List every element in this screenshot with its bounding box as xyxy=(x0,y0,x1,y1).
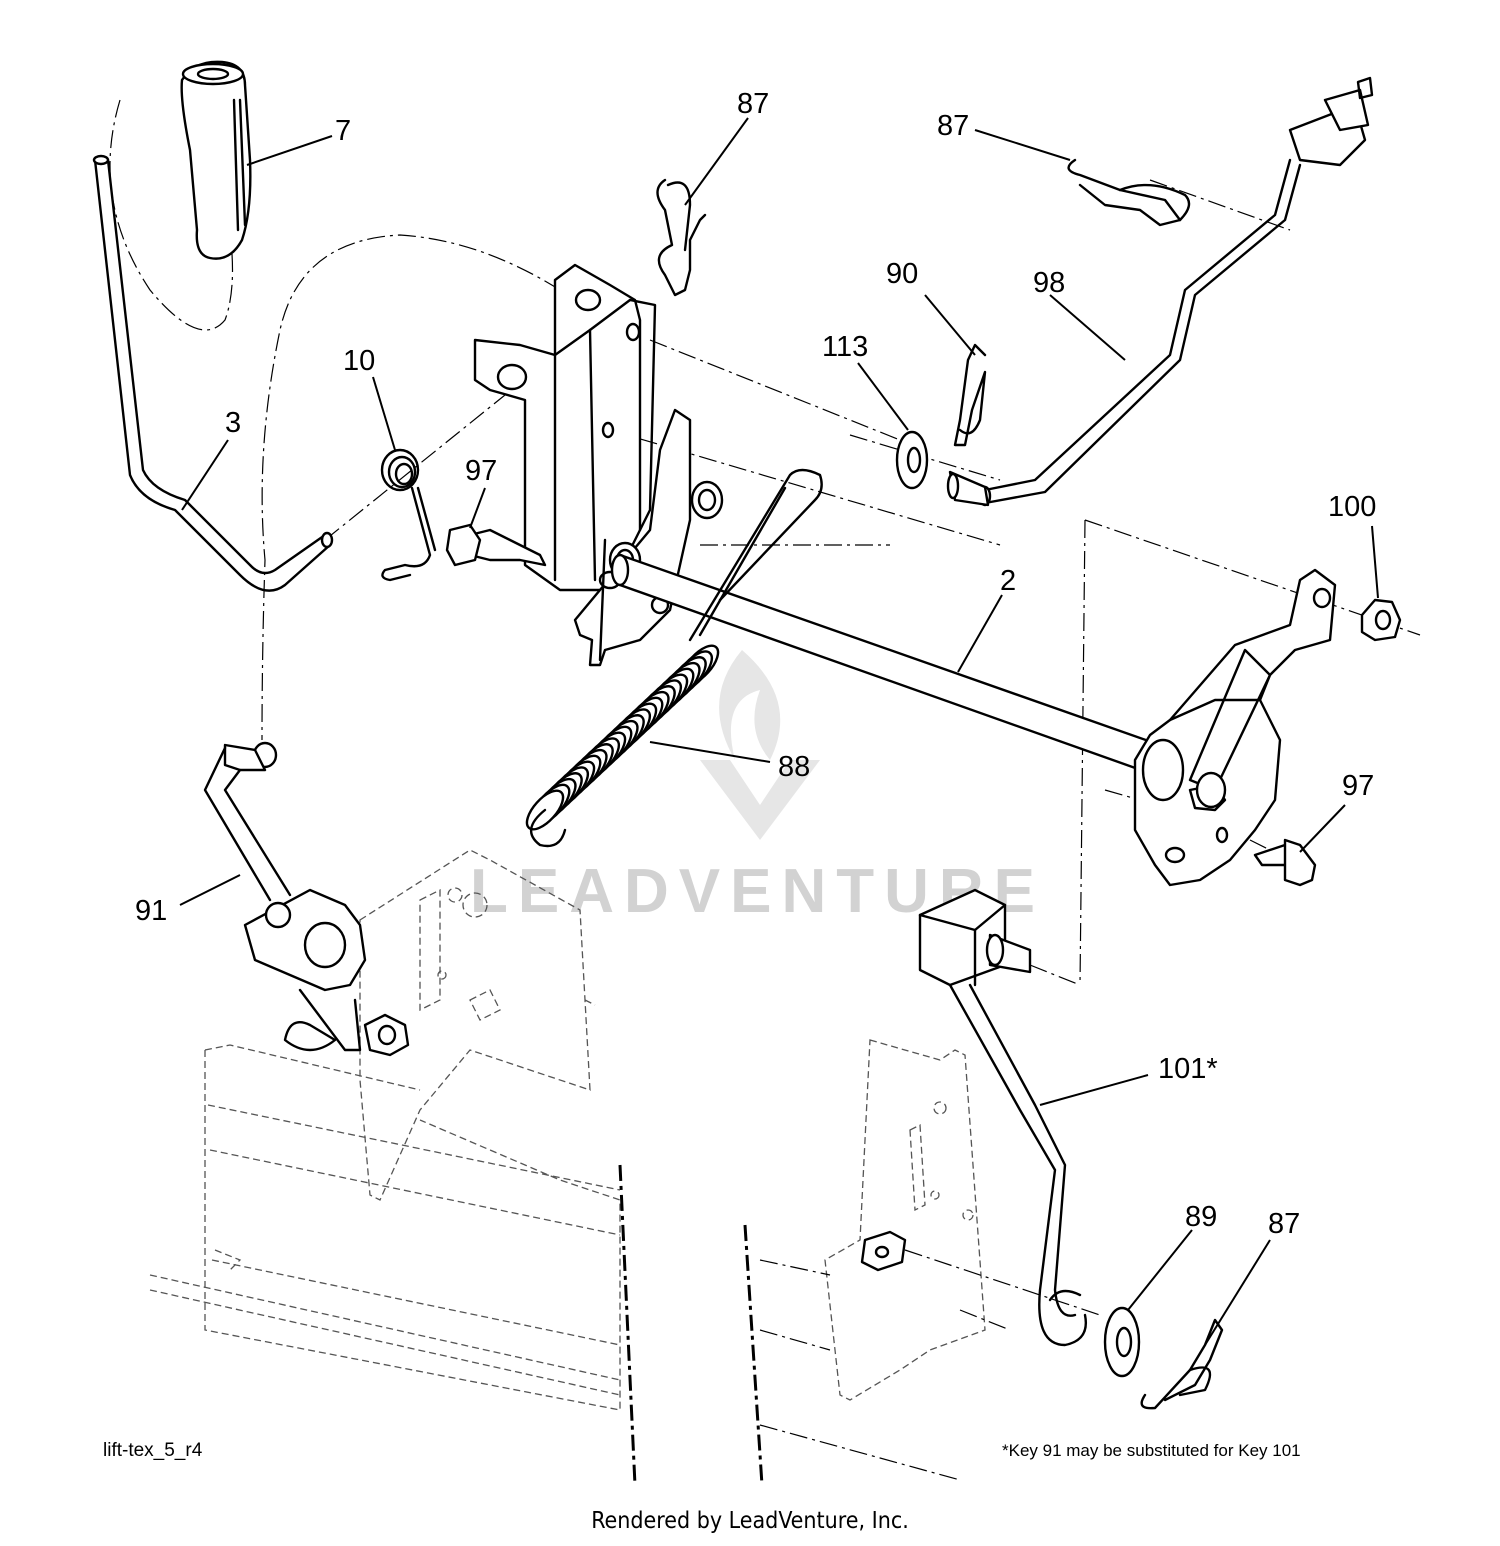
callout-113: 113 xyxy=(822,331,868,363)
deck-ghost xyxy=(149,1044,621,1411)
footnote: *Key 91 may be substituted for Key 101 xyxy=(1002,1441,1301,1460)
spring-hook-rod xyxy=(688,468,823,642)
callout-2: 2 xyxy=(1000,565,1016,597)
right-pivot-bracket xyxy=(1133,568,1337,887)
break-line-right xyxy=(743,1224,764,1486)
bolt-97-right xyxy=(1253,838,1317,887)
hairpin-clip-90 xyxy=(953,343,987,447)
figure-id: lift-tex_5_r4 xyxy=(103,1440,203,1461)
callout-91: 91 xyxy=(135,895,167,927)
callout-101: 101* xyxy=(1158,1053,1218,1085)
spring-hook xyxy=(530,808,567,848)
lift-link-98 xyxy=(946,76,1374,507)
callout-98: 98 xyxy=(1033,267,1065,299)
grip-7 xyxy=(180,60,252,260)
callout-3: 3 xyxy=(225,407,241,439)
main-bracket xyxy=(445,263,657,592)
callout-10: 10 xyxy=(343,345,375,377)
lift-lever-3 xyxy=(92,154,334,592)
left-frame-plate-ghost xyxy=(359,849,596,1201)
washer-89 xyxy=(1103,1306,1141,1378)
callout-100: 100 xyxy=(1328,491,1376,523)
nut-100 xyxy=(1360,598,1402,642)
callout-87-a: 87 xyxy=(737,88,769,120)
break-line-left xyxy=(618,1164,637,1486)
lift-arm-101 xyxy=(918,888,1087,1347)
callout-90: 90 xyxy=(886,258,918,290)
callout-97-b: 97 xyxy=(1342,770,1374,802)
callout-87-b: 87 xyxy=(937,110,969,142)
callout-7: 7 xyxy=(335,115,351,147)
washer-113 xyxy=(895,430,929,490)
callout-89: 89 xyxy=(1185,1201,1217,1233)
callout-leaders xyxy=(179,117,1379,1346)
hairpin-clip-87-top-right xyxy=(1067,158,1191,227)
callout-87-c: 87 xyxy=(1268,1208,1300,1240)
callout-88: 88 xyxy=(778,751,810,783)
hairpin-clip-87-bottom xyxy=(1140,1318,1224,1410)
hairpin-clip-87-top-left xyxy=(656,178,707,297)
right-frame-plate-ghost xyxy=(824,1039,986,1401)
lift-arm-91 xyxy=(203,741,410,1057)
callout-97-a: 97 xyxy=(465,455,497,487)
credit-footer: Rendered by LeadVenture, Inc. xyxy=(591,1508,909,1534)
torsion-spring-10 xyxy=(380,448,437,582)
extension-spring-88 xyxy=(525,644,720,848)
callout-labels: 7 87 87 90 98 113 10 3 97 100 2 88 97 91… xyxy=(135,88,1376,1240)
